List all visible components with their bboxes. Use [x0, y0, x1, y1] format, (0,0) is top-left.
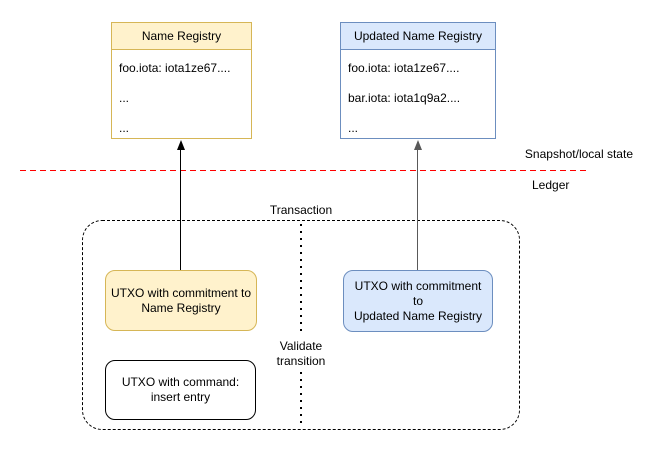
utxo-label-line: UTXO with commitment to [354, 278, 482, 308]
name-registry-title: Name Registry [112, 23, 251, 50]
utxo-label-line: Updated Name Registry [353, 308, 483, 323]
utxo-command-label: UTXO with command: insert entry [122, 375, 239, 405]
arrow-up-icon [177, 140, 185, 150]
right-commitment-arrow-line [417, 150, 418, 270]
updated-name-registry-title: Updated Name Registry [341, 23, 495, 50]
utxo-label-line: UTXO with command: [121, 375, 240, 389]
validate-transition-line1: Validate [279, 339, 323, 353]
registry-entry: ... [348, 121, 359, 135]
registry-entry: foo.iota: iota1ze67.... [348, 61, 460, 75]
validate-transition-label: Validate transition [258, 339, 344, 369]
utxo-commitment-name-registry-label: UTXO with commitment to Name Registry [111, 286, 251, 316]
utxo-label-line: Name Registry [141, 300, 221, 315]
validate-divider-line-top [300, 224, 302, 336]
ledger-label: Ledger [532, 178, 570, 192]
registry-entry: bar.iota: iota1q9a2.... [348, 91, 461, 105]
registry-entry: ... [119, 91, 130, 105]
snapshot-state-label: Snapshot/local state [524, 147, 633, 161]
utxo-label-line: UTXO with commitment to [110, 285, 252, 300]
validate-divider-line-bottom [300, 372, 302, 428]
utxo-commitment-updated-registry-label: UTXO with commitment to Updated Name Reg… [348, 279, 488, 324]
arrow-up-icon [414, 140, 422, 150]
utxo-commitment-updated-registry-box: UTXO with commitment to Updated Name Reg… [343, 270, 493, 332]
utxo-commitment-name-registry-box: UTXO with commitment to Name Registry [105, 270, 257, 331]
utxo-label-line: insert entry [150, 390, 211, 404]
validate-transition-line2: transition [276, 354, 326, 368]
utxo-command-box: UTXO with command: insert entry [105, 360, 256, 420]
updated-name-registry-box: Updated Name Registry foo.iota: iota1ze6… [340, 22, 496, 139]
registry-entry: foo.iota: iota1ze67.... [119, 61, 231, 75]
left-commitment-arrow-line [180, 150, 181, 270]
updated-name-registry-body: foo.iota: iota1ze67.... bar.iota: iota1q… [341, 50, 495, 143]
transaction-container [82, 220, 520, 430]
registry-entry: ... [119, 121, 130, 135]
name-registry-body: foo.iota: iota1ze67.... ... ... [112, 50, 251, 143]
name-registry-box: Name Registry foo.iota: iota1ze67.... ..… [111, 22, 252, 139]
snapshot-ledger-divider-line [20, 170, 588, 171]
transaction-label: Transaction [269, 203, 333, 217]
